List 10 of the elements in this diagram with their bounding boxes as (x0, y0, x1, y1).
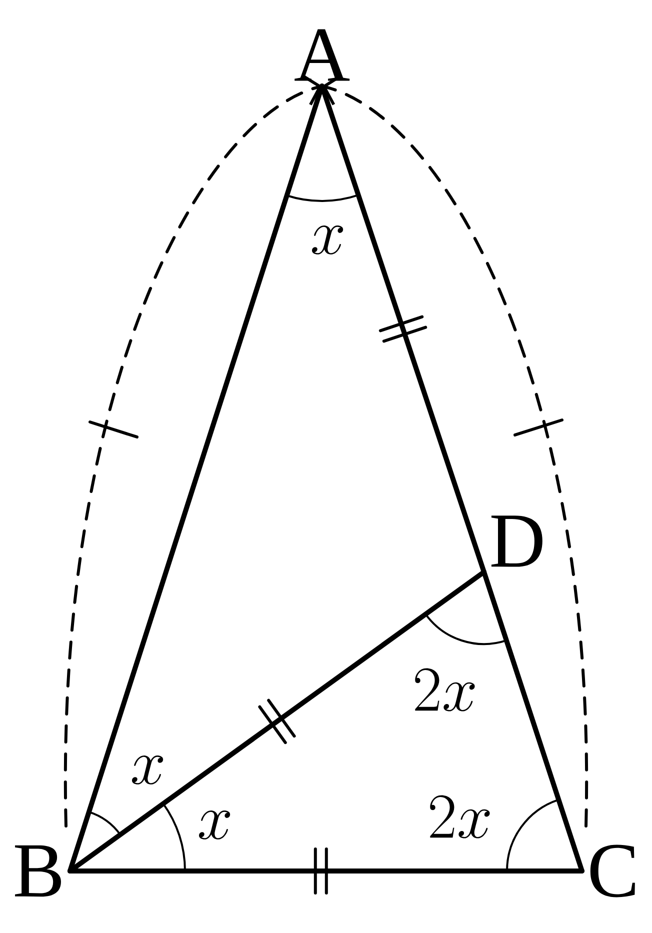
point-label: D (491, 516, 542, 567)
angle-label: $x$ (312, 226, 344, 254)
angle-label: $x$ (132, 756, 164, 784)
line-segment (68, 570, 486, 874)
angle-label: $2x$ (415, 668, 475, 712)
point-label: B (15, 845, 61, 897)
point-label: C (590, 844, 635, 898)
angle-label: $x$ (198, 810, 230, 840)
angle-label: $2x$ (430, 795, 490, 838)
line-segment (68, 868, 584, 874)
